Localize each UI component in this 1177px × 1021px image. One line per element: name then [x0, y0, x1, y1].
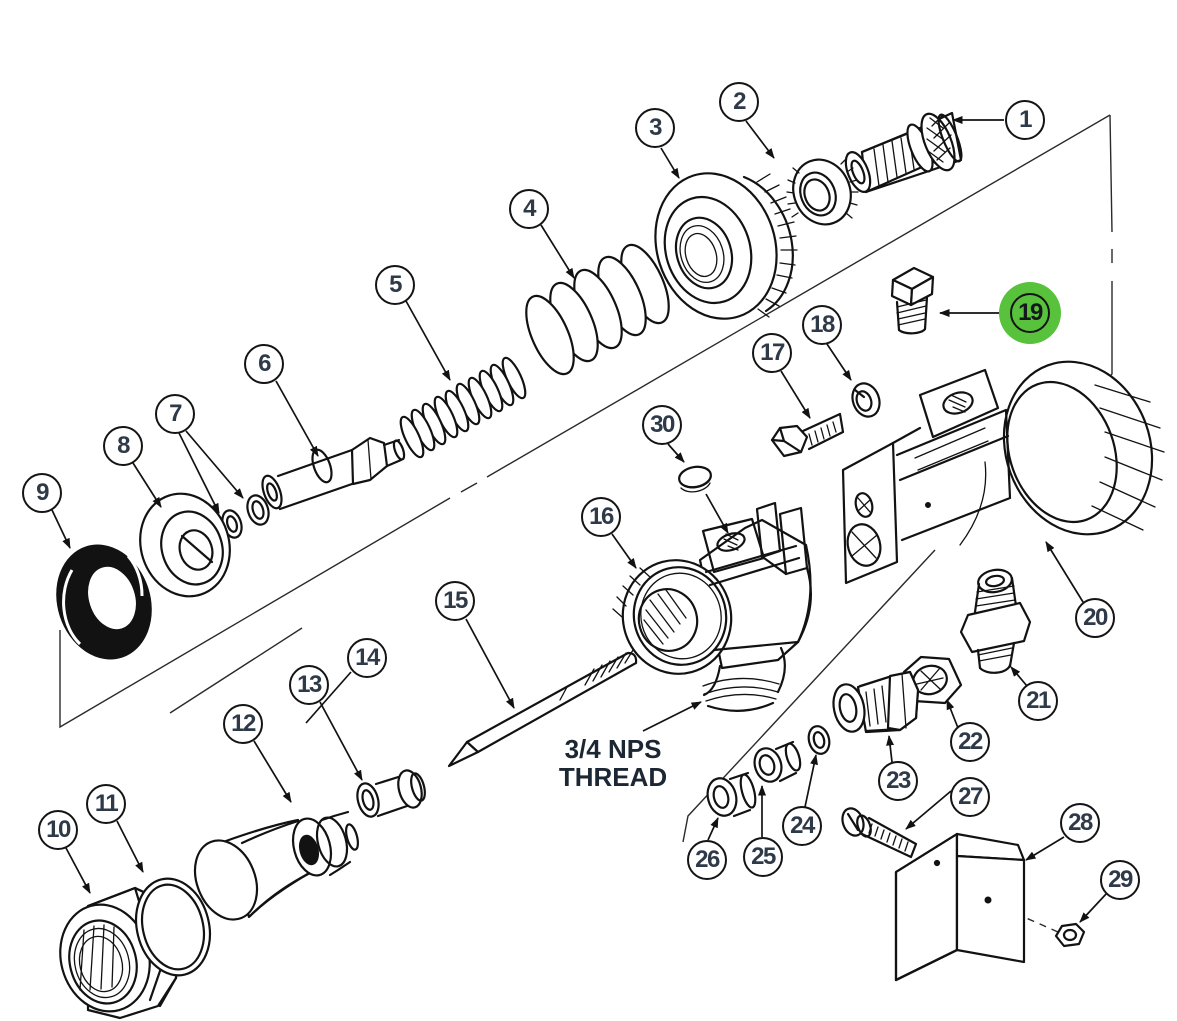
- callout-8[interactable]: 8: [103, 426, 143, 466]
- leader-29: [1079, 892, 1108, 923]
- part-16-valve-body: [612, 501, 812, 712]
- part-3-retaining-ring-nut: [654, 172, 798, 320]
- part-6-valve-stem: [261, 436, 406, 511]
- leader-12: [253, 740, 292, 803]
- leader-7b: [185, 430, 244, 499]
- part-1-hose-connector: [844, 111, 963, 194]
- part-19-square-head-plug: [890, 266, 935, 335]
- leader-7a: [178, 432, 220, 514]
- leader-2: [745, 120, 775, 159]
- leader-22: [946, 699, 959, 729]
- part-11-o-ring: [135, 877, 211, 977]
- part-13-bushing: [356, 769, 426, 818]
- callout-16[interactable]: 16: [581, 497, 621, 537]
- callout-29[interactable]: 29: [1100, 860, 1140, 900]
- leader-17: [780, 370, 811, 419]
- lower-left-axis-line: [169, 627, 303, 714]
- part-21-nipple-fitting: [959, 568, 1032, 674]
- callout-5[interactable]: 5: [375, 265, 415, 305]
- part-9-packing-ring: [56, 544, 152, 660]
- leader-20: [1045, 541, 1084, 603]
- callout-19[interactable]: 19: [1010, 293, 1050, 333]
- leader-27: [905, 790, 952, 830]
- callout-9[interactable]: 9: [22, 473, 62, 513]
- part-30-plug-disc: [678, 465, 712, 493]
- leader-3: [660, 147, 680, 179]
- leader-14: [305, 671, 352, 724]
- part-2-knurled-ring-nut: [786, 158, 859, 226]
- leader-11: [116, 820, 144, 873]
- part-25-ferrule: [753, 740, 802, 783]
- leader-24: [804, 754, 818, 808]
- part-28-mounting-bracket: [894, 832, 1026, 982]
- leader-28: [1025, 836, 1065, 861]
- main-axis-line: [59, 114, 1111, 729]
- leader-thread-label: [642, 701, 702, 732]
- part-24-o-ring: [807, 725, 831, 755]
- callout-26[interactable]: 26: [687, 840, 727, 880]
- callout-27[interactable]: 27: [950, 777, 990, 817]
- callout-17[interactable]: 17: [752, 333, 792, 373]
- frame-lines: [59, 114, 1113, 933]
- leader-23: [886, 735, 895, 763]
- part-15-needle-spindle: [447, 649, 638, 768]
- part-23-compression-fitting: [832, 670, 920, 734]
- leader-26: [707, 817, 719, 841]
- callout-30[interactable]: 30: [642, 405, 682, 445]
- callout-25[interactable]: 25: [743, 837, 783, 877]
- part-29-small-nut: [1054, 922, 1086, 948]
- lower-right-bracket-line: [682, 549, 936, 843]
- part-4-large-spring: [525, 243, 670, 376]
- leader-16: [611, 533, 637, 569]
- leader-10: [65, 847, 91, 894]
- part-5-small-spring: [399, 356, 527, 459]
- callout-22[interactable]: 22: [950, 722, 990, 762]
- leader-21: [1010, 666, 1028, 687]
- thread-annotation-line2: THREAD: [558, 762, 668, 793]
- callout-6[interactable]: 6: [244, 344, 284, 384]
- callout-14[interactable]: 14: [347, 638, 387, 678]
- thread-annotation-line1: 3/4 NPS: [564, 734, 662, 764]
- callout-13[interactable]: 13: [289, 665, 329, 705]
- part-7-o-rings: [221, 494, 270, 539]
- part-18-lock-washer: [851, 382, 881, 418]
- leader-8: [132, 462, 162, 508]
- thread-annotation: 3/4 NPS THREAD: [549, 735, 677, 791]
- callout-28[interactable]: 28: [1060, 803, 1100, 843]
- callout-21[interactable]: 21: [1018, 681, 1058, 721]
- leader-15: [465, 618, 515, 709]
- callout-2[interactable]: 2: [719, 82, 759, 122]
- callout-1[interactable]: 1: [1005, 100, 1045, 140]
- callout-7[interactable]: 7: [155, 394, 195, 434]
- leader-6: [275, 380, 319, 457]
- callout-20[interactable]: 20: [1075, 598, 1115, 638]
- callout-23[interactable]: 23: [878, 761, 918, 801]
- leader-13: [319, 701, 363, 781]
- part-12-handle: [193, 810, 359, 921]
- leader-9: [51, 509, 71, 549]
- part-10-ring-nut: [59, 886, 180, 1020]
- leader-18: [826, 343, 852, 381]
- part-26-gland-bushing: [706, 771, 757, 818]
- callout-12[interactable]: 12: [223, 704, 263, 744]
- leader-5: [405, 300, 451, 381]
- part-20-air-cap-bracket: [841, 360, 1165, 585]
- callout-15[interactable]: 15: [435, 581, 475, 621]
- part-17-hex-bolt: [770, 412, 845, 458]
- leader-30b: [705, 493, 729, 534]
- callout-4[interactable]: 4: [509, 189, 549, 229]
- callout-11[interactable]: 11: [86, 784, 126, 824]
- leader-lines: [51, 116, 1108, 923]
- callout-18[interactable]: 18: [802, 305, 842, 345]
- callout-24[interactable]: 24: [782, 806, 822, 846]
- callout-3[interactable]: 3: [635, 108, 675, 148]
- part-8-cup-washer: [139, 492, 231, 598]
- part-27-long-screw: [841, 807, 918, 859]
- callout-10[interactable]: 10: [38, 810, 78, 850]
- leader-4: [540, 224, 575, 279]
- leader-30a: [667, 443, 685, 463]
